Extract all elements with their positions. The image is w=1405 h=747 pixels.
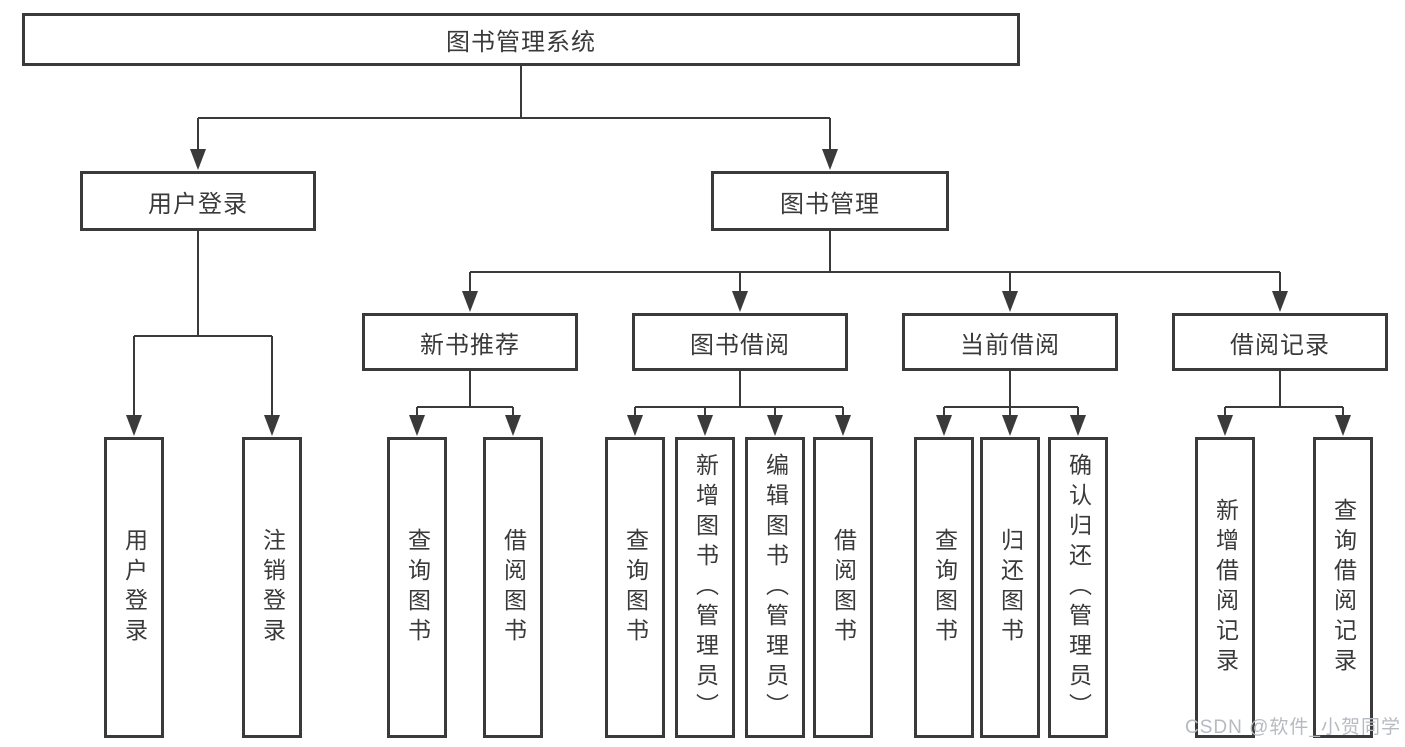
node-current-borrowing: 当前借阅 bbox=[902, 313, 1118, 371]
leaf-user-login-label: 用户登录 bbox=[121, 527, 148, 648]
leaf-borrow-books-borrowing-label: 借阅图书 bbox=[830, 527, 857, 648]
node-library-system: 图书管理系统 bbox=[22, 13, 1020, 66]
leaf-add-books-admin-label: 新增图书（管理员） bbox=[692, 452, 719, 723]
csdn-watermark: CSDN @软件_小贺同学 bbox=[1185, 717, 1401, 738]
node-book-borrowing: 图书借阅 bbox=[632, 313, 848, 371]
leaf-borrow-books-recommend: 借阅图书 bbox=[483, 437, 543, 738]
leaf-edit-books-admin: 编辑图书（管理员） bbox=[745, 437, 805, 738]
node-book-management: 图书管理 bbox=[711, 171, 949, 231]
leaf-borrow-books-recommend-label: 借阅图书 bbox=[500, 527, 527, 648]
node-user-login: 用户登录 bbox=[80, 171, 316, 231]
leaf-query-borrow-record-label: 查询借阅记录 bbox=[1330, 497, 1357, 678]
leaf-borrow-books-borrowing: 借阅图书 bbox=[813, 437, 873, 738]
leaf-edit-books-admin-label: 编辑图书（管理员） bbox=[762, 452, 789, 723]
node-user-login-label: 用户登录 bbox=[148, 190, 248, 218]
leaf-query-books-current: 查询图书 bbox=[914, 437, 974, 738]
leaf-add-borrow-record: 新增借阅记录 bbox=[1195, 437, 1255, 738]
node-borrowing-records-label: 借阅记录 bbox=[1230, 331, 1330, 359]
node-new-book-recommend-label: 新书推荐 bbox=[420, 331, 520, 359]
leaf-return-books-label: 归还图书 bbox=[997, 527, 1024, 648]
leaf-query-books-current-label: 查询图书 bbox=[931, 527, 958, 648]
leaf-return-books: 归还图书 bbox=[980, 437, 1040, 738]
leaf-confirm-return-admin-label: 确认归还（管理员） bbox=[1065, 452, 1092, 723]
leaf-query-books-borrowing: 查询图书 bbox=[605, 437, 665, 738]
leaf-logout-label: 注销登录 bbox=[259, 527, 286, 648]
leaf-add-borrow-record-label: 新增借阅记录 bbox=[1212, 497, 1239, 678]
node-borrowing-records: 借阅记录 bbox=[1172, 313, 1388, 371]
leaf-confirm-return-admin: 确认归还（管理员） bbox=[1048, 437, 1108, 738]
node-book-borrowing-label: 图书借阅 bbox=[690, 331, 790, 359]
leaf-query-borrow-record: 查询借阅记录 bbox=[1313, 437, 1373, 738]
node-new-book-recommend: 新书推荐 bbox=[362, 313, 578, 371]
leaf-query-books-recommend: 查询图书 bbox=[387, 437, 447, 738]
node-current-borrowing-label: 当前借阅 bbox=[960, 331, 1060, 359]
leaf-add-books-admin: 新增图书（管理员） bbox=[675, 437, 735, 738]
leaf-query-books-recommend-label: 查询图书 bbox=[404, 527, 431, 648]
leaf-logout: 注销登录 bbox=[242, 437, 302, 738]
node-book-management-label: 图书管理 bbox=[780, 190, 880, 218]
leaf-user-login: 用户登录 bbox=[104, 437, 164, 738]
leaf-query-books-borrowing-label: 查询图书 bbox=[622, 527, 649, 648]
node-library-system-label: 图书管理系统 bbox=[446, 29, 596, 56]
